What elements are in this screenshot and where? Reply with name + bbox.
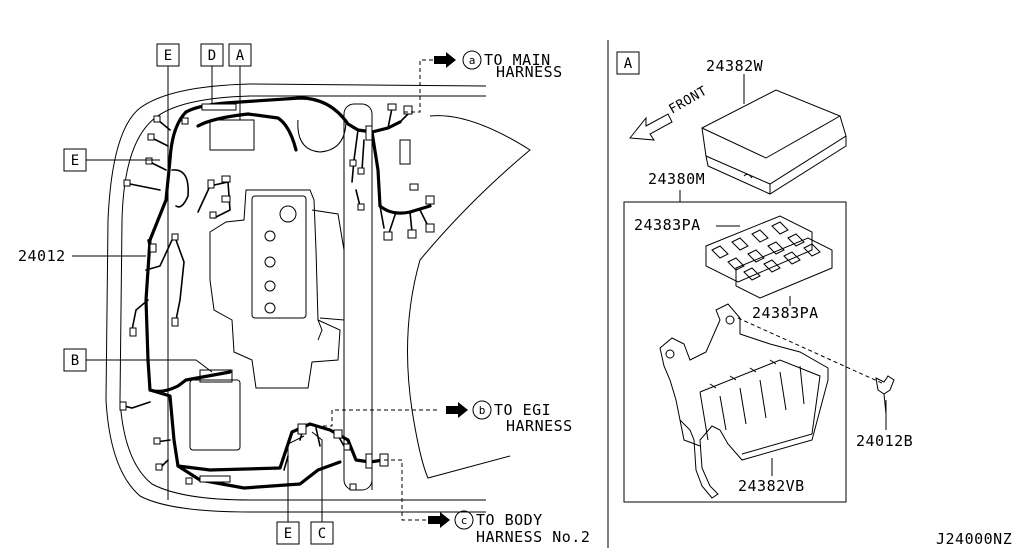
body-outline-inner — [119, 95, 486, 501]
to-egi-line2: HARNESS — [506, 417, 573, 435]
engine-room-view: a b c TO MAIN HARNESS TO EGI HARNESS TO … — [18, 43, 590, 546]
callout-e-top — [156, 43, 180, 67]
callout-e-left — [63, 148, 87, 172]
callout-c-bottom-letter: C — [318, 526, 326, 542]
body-outline-outer — [105, 83, 487, 513]
strut-tower — [297, 119, 347, 153]
harness-main-left — [144, 110, 232, 393]
detail-a-label: A — [624, 56, 633, 72]
dash-to-egi — [316, 409, 440, 427]
arrow-to-egi — [446, 402, 468, 418]
part-24012b: 24012B — [856, 432, 913, 450]
to-egi-line1: TO EGI — [494, 401, 551, 419]
part-24382w: 24382W — [706, 57, 764, 75]
diagram-code: J24000NZ — [936, 530, 1012, 548]
callout-e-left-letter: E — [71, 153, 79, 169]
harness-clip-top — [201, 103, 237, 111]
to-main-line1: TO MAIN — [484, 51, 551, 69]
leader-c-bottom — [311, 431, 323, 522]
dash-bolt-line — [737, 317, 885, 385]
detail-a-label-box — [616, 51, 640, 75]
leader-b-left — [86, 359, 213, 373]
part-24383pa-1: 24383PA — [634, 216, 701, 234]
harness-clip-bottom-right — [365, 453, 373, 469]
arrow-to-body — [428, 512, 450, 528]
harness-top — [184, 96, 402, 134]
relay-block-1 — [705, 215, 813, 283]
leader-e-bottom — [287, 435, 305, 522]
callout-e-bottom-letter: E — [284, 526, 292, 542]
callout-e-top-letter: E — [164, 48, 172, 64]
callout-a-top — [228, 43, 252, 67]
engine-block — [209, 189, 345, 389]
circle-a — [462, 50, 482, 70]
dash-to-main — [404, 59, 436, 113]
callout-b-left — [63, 348, 87, 372]
to-body-line2: HARNESS No.2 — [476, 528, 590, 546]
part-24383pa-2: 24383PA — [752, 304, 819, 322]
part-24382vb: 24382VB — [738, 477, 805, 495]
top-relay-box — [209, 119, 255, 151]
circle-a-letter: a — [469, 54, 476, 67]
relay-bay-outline — [343, 103, 373, 491]
to-main-line2: HARNESS — [496, 63, 563, 81]
front-arrow — [629, 113, 673, 141]
fender-outline — [407, 115, 531, 479]
lower-box-bracket — [659, 303, 829, 499]
detail-a-view: A 24382W FRONT 24380M 24383PA 2 — [616, 51, 913, 503]
connector-cluster-right — [349, 103, 435, 241]
part-24012: 24012 — [18, 247, 66, 265]
harness-top-branch — [196, 112, 298, 152]
circle-b-letter: b — [479, 404, 486, 417]
arrow-to-main — [434, 52, 456, 68]
harness-bottom — [148, 388, 386, 472]
connector-cluster-bottom — [185, 423, 389, 491]
callout-b-left-letter: B — [71, 353, 79, 369]
circle-c — [454, 510, 474, 530]
harness-bottom-lower — [176, 460, 342, 490]
callout-e-bottom — [276, 521, 300, 545]
callout-a-top-letter: A — [236, 48, 245, 64]
callout-d-top — [200, 43, 224, 67]
circle-c-letter: c — [461, 514, 468, 527]
circle-b — [472, 400, 492, 420]
harness-clip-right — [365, 125, 373, 141]
connector-cluster-left — [119, 115, 231, 471]
fuse-box-cover — [701, 89, 847, 195]
dash-to-body — [384, 459, 426, 521]
callout-d-top-letter: D — [208, 48, 216, 64]
front-label: FRONT — [667, 84, 711, 118]
to-body-line1: TO BODY — [476, 511, 543, 529]
callout-c-bottom — [310, 521, 334, 545]
assembly-frame — [623, 201, 847, 503]
battery — [189, 379, 241, 451]
relay-block-2 — [735, 237, 833, 299]
part-24380m: 24380M — [648, 170, 705, 188]
